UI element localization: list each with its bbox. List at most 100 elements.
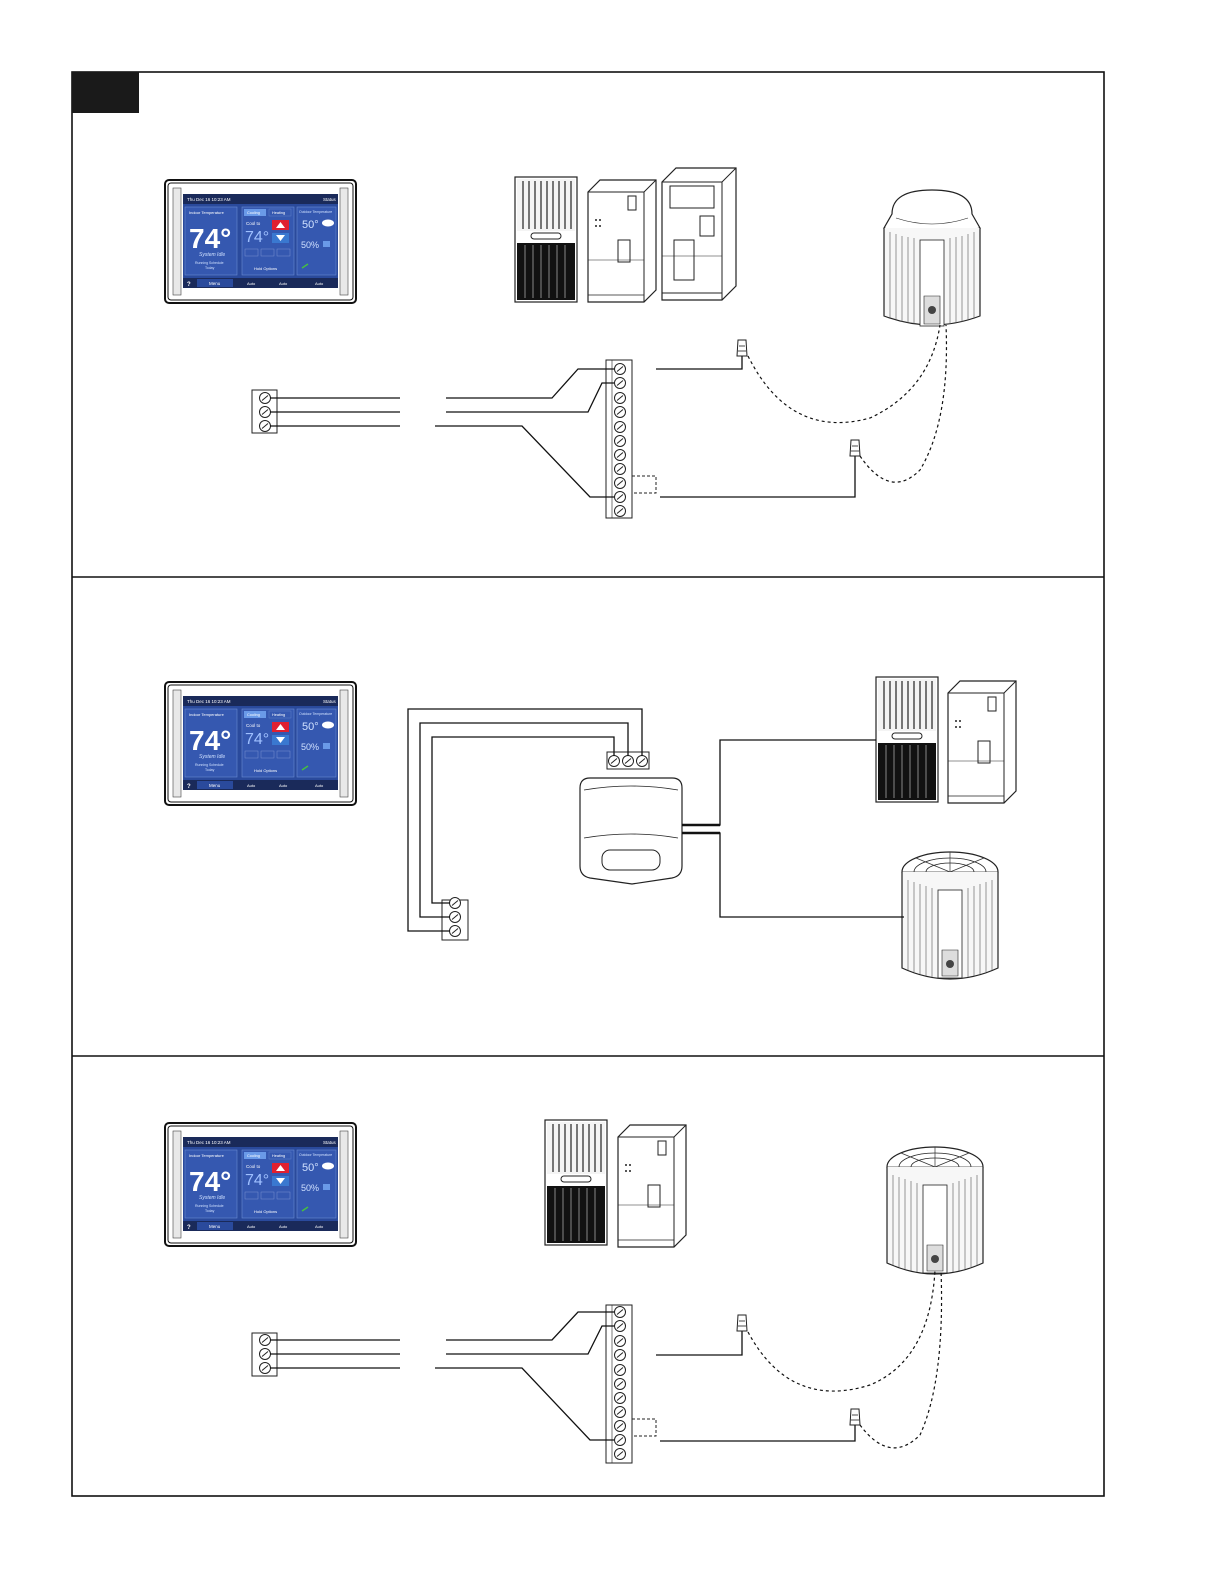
- air-handler-unit: [617, 1124, 687, 1248]
- nav-auto[interactable]: Auto: [247, 281, 256, 286]
- cloud-icon: [322, 1162, 334, 1170]
- nav-auto[interactable]: Auto: [247, 1224, 256, 1229]
- setpoint: 74°: [245, 731, 269, 748]
- arrow-down-icon: [276, 235, 285, 241]
- outdoor-temp: 50°: [302, 1162, 319, 1174]
- date-time: Thu Dec 16 10:23 AM: [187, 1140, 231, 1145]
- cloud-icon: [322, 721, 334, 729]
- humidity-icon: [323, 1184, 330, 1190]
- air-handler-unit: [587, 179, 657, 303]
- status-label: Status: [323, 699, 337, 704]
- leaf-icon: [301, 263, 309, 269]
- menu-button[interactable]: [197, 1222, 233, 1230]
- nav-fan[interactable]: Auto: [279, 783, 288, 788]
- indoor-temp: 74°: [189, 725, 231, 756]
- arrow-down-icon: [276, 1178, 285, 1184]
- svg-text:Menu: Menu: [209, 1224, 221, 1229]
- outer-frame: [71, 71, 1105, 1497]
- thermostat: Thu Dec 16 10:23 AM Status Indoor Temper…: [164, 681, 357, 806]
- thermostat: Thu Dec 16 10:23 AM Status Indoor Temper…: [164, 1122, 357, 1247]
- setpoint: 74°: [245, 1172, 269, 1189]
- nav-fan[interactable]: Auto: [279, 281, 288, 286]
- date-time: Thu Dec 16 10:23 AM: [187, 197, 231, 202]
- svg-text:Today: Today: [205, 266, 215, 270]
- arrow-up-icon: [276, 1165, 285, 1171]
- menu-button[interactable]: [197, 279, 233, 287]
- humidity: 50%: [301, 240, 319, 250]
- hold-options[interactable]: Hold Options: [254, 266, 277, 271]
- svg-text:Today: Today: [205, 768, 215, 772]
- tab-heating[interactable]: [268, 710, 292, 719]
- svg-text:Cooling: Cooling: [247, 1154, 260, 1158]
- indoor-label: Indoor Temperature: [189, 210, 225, 215]
- outdoor-label: Outdoor Temperature: [299, 1153, 332, 1157]
- figure-tab: [72, 72, 139, 113]
- tab-cooling[interactable]: [244, 209, 266, 216]
- indoor-label: Indoor Temperature: [189, 712, 225, 717]
- svg-text:Menu: Menu: [209, 783, 221, 788]
- outdoor-label: Outdoor Temperature: [299, 210, 332, 214]
- cool-to-label: Cool to: [246, 1164, 261, 1169]
- furnace-unit: [514, 176, 578, 303]
- hold-options[interactable]: Hold Options: [254, 768, 277, 773]
- tab-heating[interactable]: [268, 208, 292, 217]
- nav-mode[interactable]: Auto: [315, 1224, 324, 1229]
- system-mode: System Idle: [199, 1195, 225, 1201]
- indoor-temp: 74°: [189, 223, 231, 254]
- schedule-text: Running Schedule: [195, 261, 224, 265]
- air-handler-unit: [947, 680, 1017, 804]
- arrow-up-icon: [276, 222, 285, 228]
- wiring: [270, 1311, 856, 1442]
- outdoor-temp: 50°: [302, 721, 319, 733]
- svg-text:Cooling: Cooling: [247, 211, 260, 215]
- furnace-unit: [544, 1119, 608, 1246]
- status-label: Status: [323, 197, 337, 202]
- nav-fan[interactable]: Auto: [279, 1224, 288, 1229]
- outdoor-temp: 50°: [302, 219, 319, 231]
- outdoor-label: Outdoor Temperature: [299, 712, 332, 716]
- setpoint: 74°: [245, 229, 269, 246]
- panel-3: [251, 1119, 984, 1464]
- svg-text:Menu: Menu: [209, 281, 221, 286]
- svg-text:Heating: Heating: [272, 1154, 285, 1158]
- cool-to-label: Cool to: [246, 221, 261, 226]
- help-icon[interactable]: ?: [187, 1225, 191, 1231]
- tab-cooling[interactable]: [244, 711, 266, 718]
- svg-text:Cooling: Cooling: [247, 713, 260, 717]
- svg-text:Heating: Heating: [272, 713, 285, 717]
- help-icon[interactable]: ?: [187, 784, 191, 790]
- leaf-icon: [301, 1206, 309, 1212]
- schedule-text: Running Schedule: [195, 1204, 224, 1208]
- humidity: 50%: [301, 742, 319, 752]
- hold-options[interactable]: Hold Options: [254, 1209, 277, 1214]
- cool-to-label: Cool to: [246, 723, 261, 728]
- tab-heating[interactable]: [268, 1151, 292, 1160]
- modular-blower-unit: [661, 167, 737, 301]
- cloud-icon: [322, 219, 334, 227]
- nav-mode[interactable]: Auto: [315, 783, 324, 788]
- arrow-up-icon: [276, 724, 285, 730]
- outdoor-condenser: [883, 189, 981, 327]
- outdoor-condenser: [886, 1146, 984, 1275]
- thermostat: Thu Dec 16 10:23 AM Status Indoor Temper…: [164, 179, 357, 304]
- nav-auto[interactable]: Auto: [247, 783, 256, 788]
- panel-2: [407, 676, 1017, 980]
- status-label: Status: [323, 1140, 337, 1145]
- indoor-temp: 74°: [189, 1166, 231, 1197]
- outdoor-condenser: [901, 851, 999, 980]
- svg-text:Heating: Heating: [272, 211, 285, 215]
- panel-1: [251, 167, 981, 519]
- system-mode: System Idle: [199, 754, 225, 760]
- svg-text:Today: Today: [205, 1209, 215, 1213]
- indoor-label: Indoor Temperature: [189, 1153, 225, 1158]
- tab-cooling[interactable]: [244, 1152, 266, 1159]
- help-icon[interactable]: ?: [187, 282, 191, 288]
- humidity-icon: [323, 743, 330, 749]
- wiring: [270, 356, 856, 498]
- menu-button[interactable]: [197, 781, 233, 789]
- date-time: Thu Dec 16 10:23 AM: [187, 699, 231, 704]
- nav-mode[interactable]: Auto: [315, 281, 324, 286]
- humidity: 50%: [301, 1183, 319, 1193]
- humidity-icon: [323, 241, 330, 247]
